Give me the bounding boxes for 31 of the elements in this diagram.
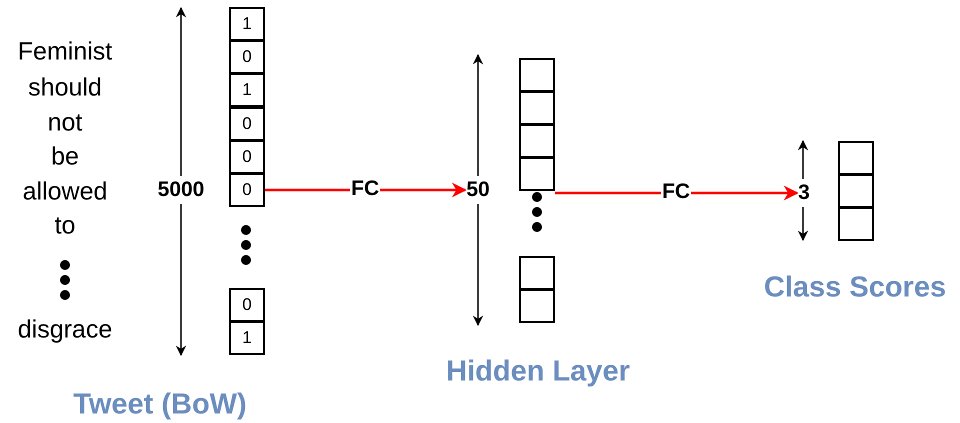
- vector-cell: 1: [229, 321, 265, 355]
- empty-vector-cell: [519, 256, 555, 290]
- dimension-label: 5000: [158, 176, 204, 204]
- empty-vector-cell: [519, 289, 555, 323]
- empty-vector-cell: [838, 141, 874, 175]
- vector-cell: 0: [229, 288, 265, 322]
- dimension-label: 3: [798, 179, 810, 207]
- empty-vector-cell: [519, 157, 555, 191]
- dimension-label: 50: [466, 176, 490, 204]
- word: allowed: [22, 178, 108, 206]
- vector-cell: 1: [229, 73, 265, 107]
- word: be: [51, 142, 79, 172]
- empty-vector-cell: [838, 207, 874, 241]
- arrow: [555, 186, 799, 200]
- word: should: [28, 74, 102, 102]
- empty-vector-cell: [519, 91, 555, 125]
- word: Feminist: [18, 38, 112, 66]
- word: to: [54, 212, 76, 240]
- word: not: [48, 108, 82, 138]
- vector-cell: 0: [229, 173, 265, 207]
- empty-vector-cell: [519, 58, 555, 92]
- empty-vector-cell: [838, 174, 874, 208]
- empty-vector-cell: [519, 124, 555, 158]
- vector-cell: 1: [229, 7, 265, 41]
- vector-cell: 0: [229, 40, 265, 74]
- vector-cell: 0: [229, 107, 265, 141]
- word: disgrace: [18, 316, 112, 344]
- vector-cell: 0: [229, 140, 265, 174]
- layer-title: Hidden Layer: [446, 356, 630, 388]
- layer-title: Class Scores: [764, 272, 946, 304]
- layer-title: Tweet (BoW): [73, 388, 247, 422]
